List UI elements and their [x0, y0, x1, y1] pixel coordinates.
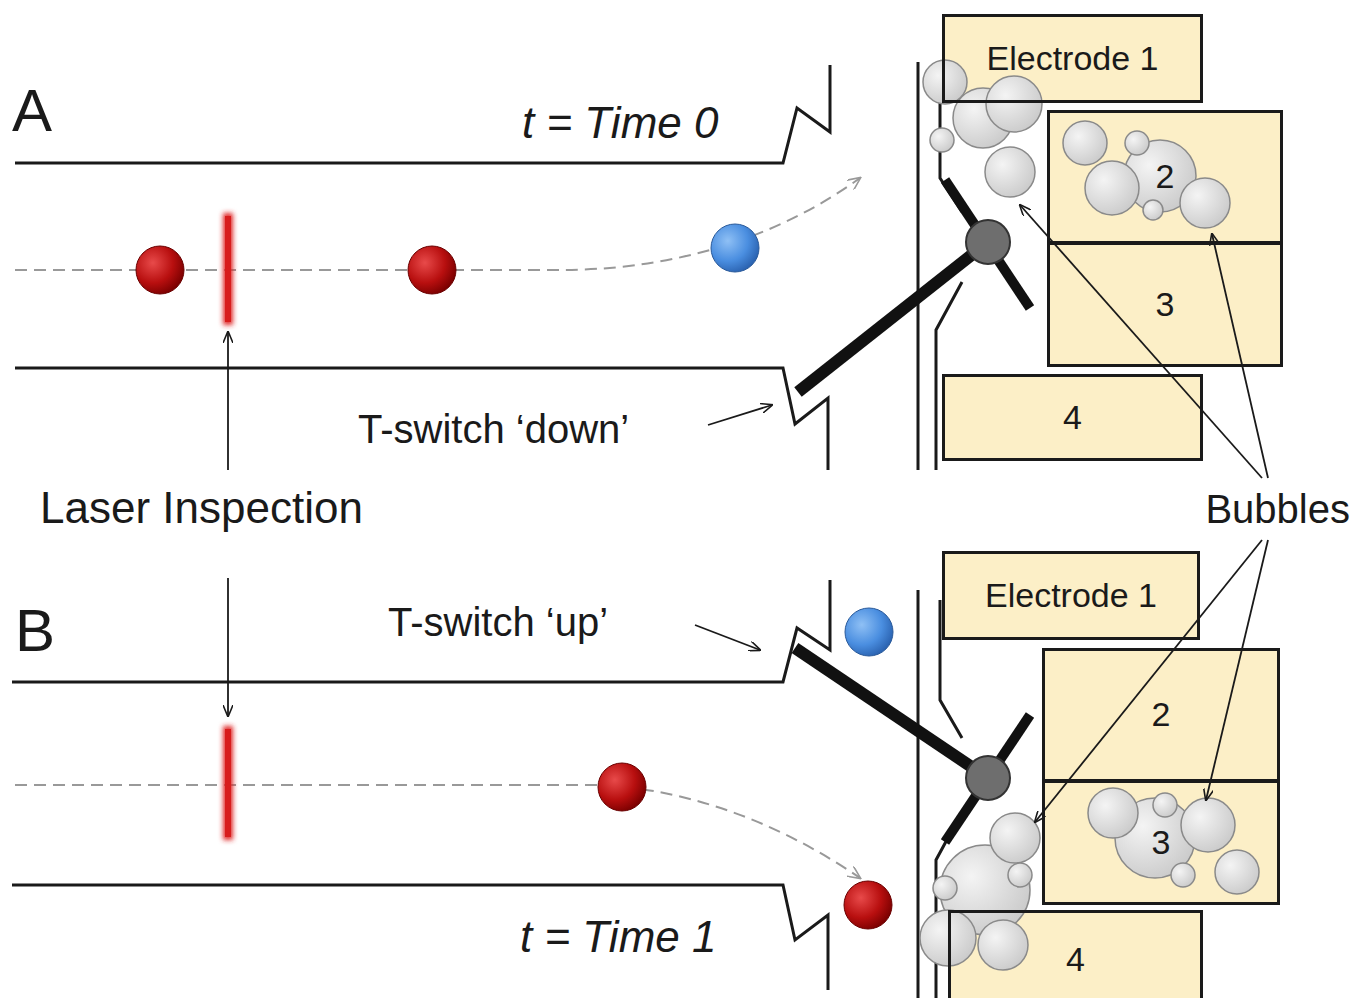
- component-label: T-switch ‘down’: [358, 406, 629, 452]
- time-label: t = Time 0: [522, 98, 718, 149]
- component-label: Laser Inspection: [40, 483, 363, 534]
- electrode-box: 3: [1047, 242, 1283, 367]
- electrode-number: 2: [1156, 158, 1175, 195]
- electrode-number: 4: [1063, 399, 1082, 436]
- electrode-box: 4: [948, 910, 1203, 998]
- switch-pivot: [966, 756, 1010, 800]
- laser-beam: [225, 216, 231, 322]
- switch-pivot: [966, 220, 1010, 264]
- electrode-box: 4: [942, 374, 1203, 461]
- callout-label: Bubbles: [1205, 486, 1350, 532]
- particle: [136, 246, 892, 929]
- electrode-box: 3: [1042, 780, 1280, 905]
- laser-beam: [223, 726, 233, 840]
- time-label: t = Time 1: [520, 912, 716, 963]
- leader-line: [228, 205, 1268, 822]
- electrode-box: 2: [1047, 110, 1283, 244]
- channel-wall: [12, 580, 962, 998]
- electrode-box: 2: [1042, 648, 1280, 782]
- flow-path: [15, 785, 860, 878]
- component-label: T-switch ‘up’: [388, 599, 608, 645]
- particle: [711, 224, 893, 656]
- laser-beam: [225, 729, 231, 837]
- electrode-number: 3: [1156, 286, 1175, 323]
- electrode-box: Electrode 1: [942, 551, 1200, 640]
- electrode-number: 4: [1066, 941, 1085, 978]
- electrode-label: Electrode 1: [985, 577, 1157, 614]
- panel-letter: B: [15, 596, 55, 665]
- electrode-number: 2: [1152, 696, 1171, 733]
- electrode-label: Electrode 1: [987, 40, 1159, 77]
- channel-wall: [15, 62, 962, 470]
- panel-letter: A: [12, 76, 52, 145]
- t-switch: [795, 180, 1030, 842]
- electrode-number: 3: [1152, 824, 1171, 861]
- electrode-box: Electrode 1: [942, 14, 1203, 103]
- laser-beam: [223, 213, 233, 325]
